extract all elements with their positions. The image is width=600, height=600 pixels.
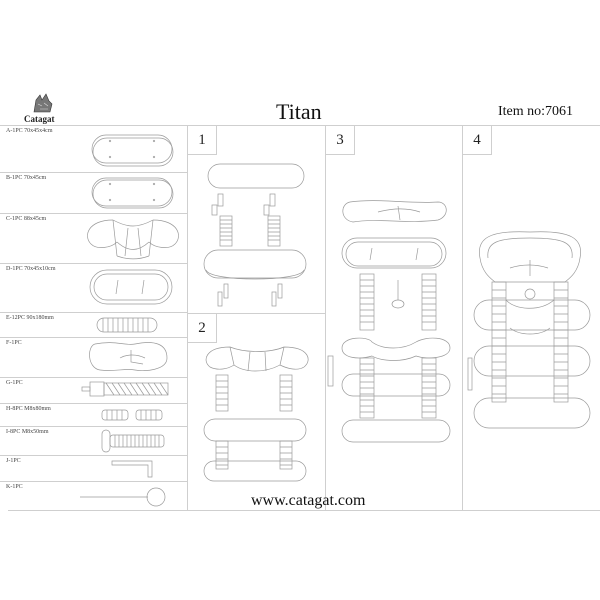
footer-divider <box>8 510 600 511</box>
bridge-platform-icon <box>87 219 179 260</box>
step-3-diagram <box>327 200 451 443</box>
cushion-icon <box>89 342 168 372</box>
part-label-h: H-8PC M8x80mm <box>6 406 51 412</box>
step-3-label: 3 <box>325 125 355 155</box>
step-divider <box>187 313 325 314</box>
part-label-i: I-8PC M8x50mm <box>6 429 49 435</box>
row-divider <box>0 455 187 456</box>
row-divider <box>0 337 187 338</box>
hanging-ball-toy-icon <box>80 487 166 507</box>
header-divider <box>0 125 600 126</box>
row-divider <box>0 481 187 482</box>
step-2-diagram <box>203 346 309 482</box>
part-label-g: G-1PC <box>6 380 23 386</box>
brand-logo <box>22 92 62 116</box>
sisal-post-icon <box>96 317 158 333</box>
brand-name: Catagat <box>24 114 55 124</box>
part-label-e: E-12PC 90x180mm <box>6 315 54 321</box>
cat-head-logo-icon <box>33 93 53 113</box>
screw-icon <box>101 429 165 453</box>
page-title: Titan <box>276 99 322 124</box>
column-divider-3 <box>462 125 463 510</box>
allen-key-icon <box>111 460 153 478</box>
item-number: Item no:7061 <box>498 104 574 119</box>
step-2-label: 2 <box>187 313 217 343</box>
part-label-d: D-1PC 70x45x10cm <box>6 266 56 272</box>
step-1-diagram <box>203 163 307 307</box>
step-1-label: 1 <box>187 125 217 155</box>
step-4-diagram <box>467 231 591 429</box>
oval-board-icon <box>91 177 174 209</box>
oval-board-icon <box>91 134 174 167</box>
row-divider <box>0 377 187 378</box>
part-label-j: J-1PC <box>6 458 21 464</box>
double-bolt-icon <box>101 409 163 421</box>
column-divider-2 <box>325 125 326 510</box>
row-divider <box>0 263 187 264</box>
part-label-c: C-1PC 88x45cm <box>6 216 47 222</box>
part-label-k: K-1PC <box>6 484 23 490</box>
row-divider <box>0 172 187 173</box>
part-label-a: A-1PC 70x45x4cm <box>6 128 53 134</box>
part-label-f: F-1PC <box>6 340 22 346</box>
bed-tray-icon <box>89 269 173 305</box>
row-divider <box>0 403 187 404</box>
row-divider <box>0 312 187 313</box>
website-url[interactable]: www.catagat.com <box>251 492 366 509</box>
sisal-rope-scratcher-icon <box>81 381 169 397</box>
row-divider <box>0 426 187 427</box>
step-4-label: 4 <box>462 125 492 155</box>
part-label-b: B-1PC 70x45cm <box>6 175 47 181</box>
row-divider <box>0 213 187 214</box>
